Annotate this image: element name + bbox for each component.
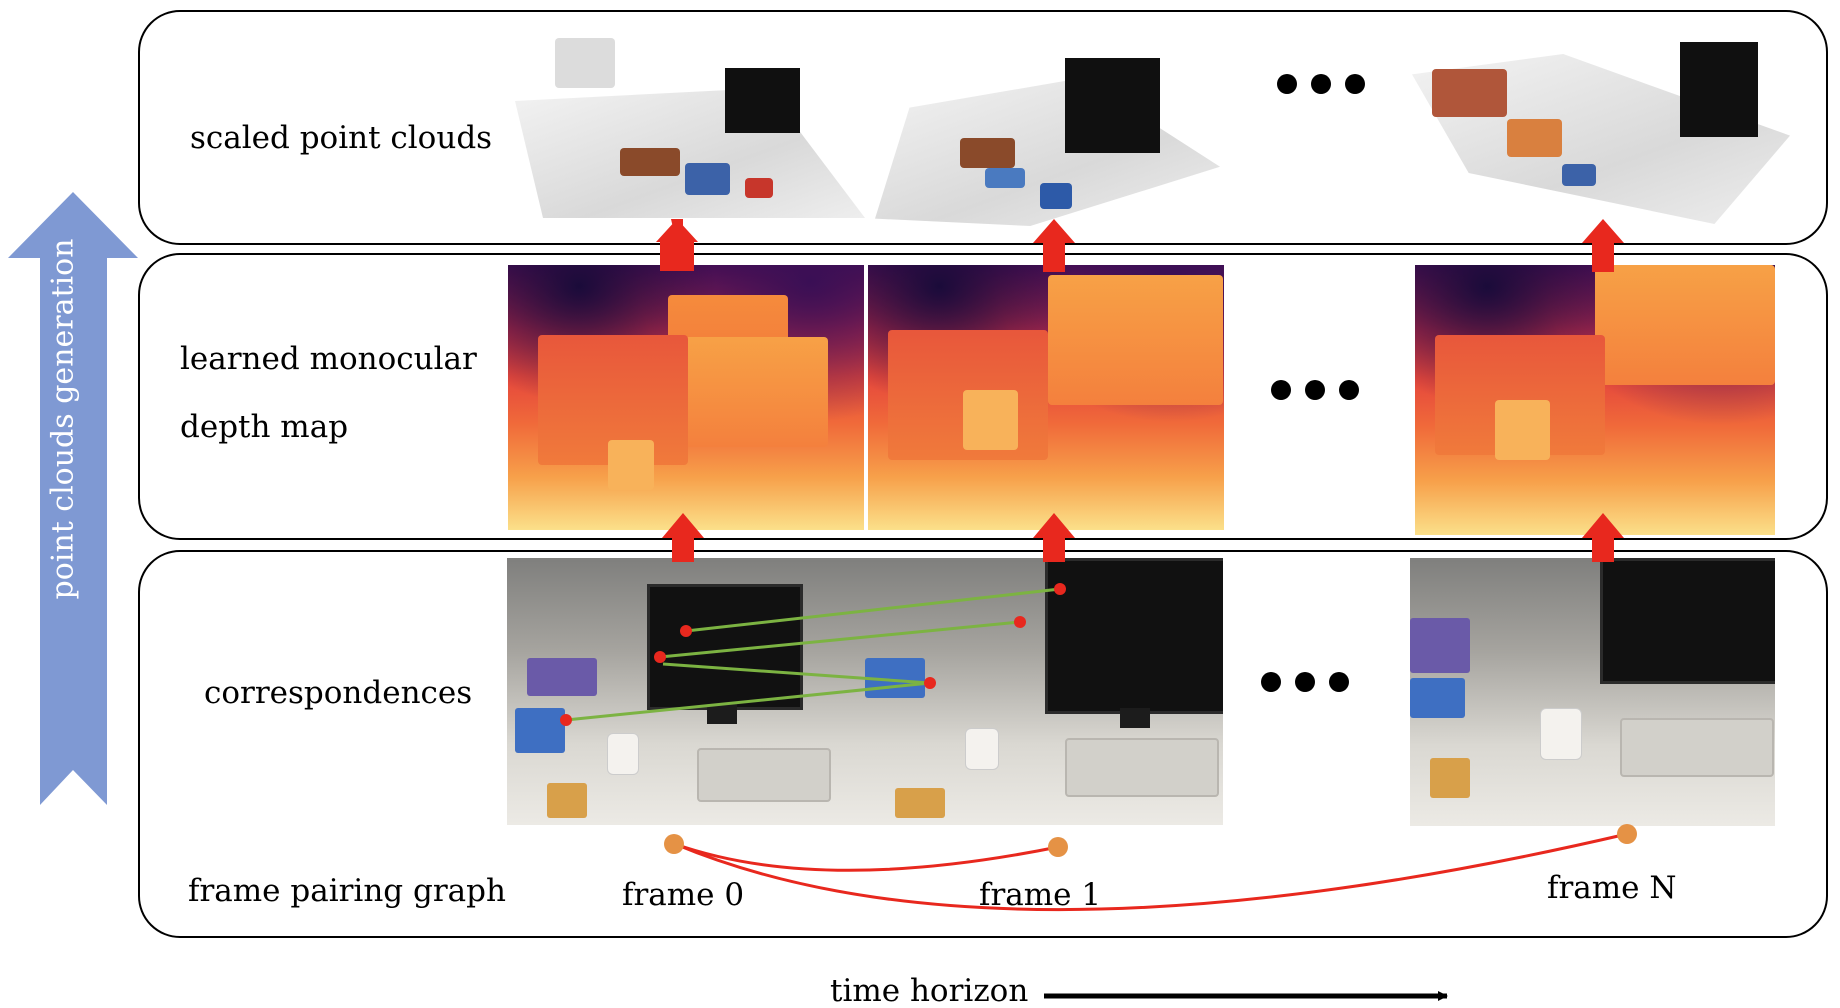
graph-edge-frame0-frameN (674, 832, 1628, 912)
keypoint (1054, 583, 1066, 595)
correspondence-line-3 (662, 662, 931, 685)
ellipsis-dot (1295, 672, 1315, 692)
ellipsis-dot (1329, 672, 1349, 692)
row-label-correspondences: correspondences (204, 675, 473, 711)
graph-edge-frame0-frame1 (674, 842, 1059, 872)
depth-map-frame-1 (868, 265, 1224, 530)
up-arrow-depth-to-cloud-frame-n (1582, 219, 1624, 272)
up-arrow-rgb-to-depth-frame-0 (662, 513, 704, 562)
graph-node-frame-n (1617, 824, 1637, 844)
ellipsis-dot (1339, 380, 1359, 400)
point-cloud-frame-0 (515, 18, 865, 218)
up-arrow-rgb-to-depth-frame-n (1582, 513, 1624, 562)
correspondence-line-4 (565, 681, 931, 722)
frame-label-0: frame 0 (622, 877, 745, 913)
point-cloud-frame-1 (875, 18, 1220, 226)
depth-map-frame-0 (508, 265, 864, 530)
keypoint (654, 651, 666, 663)
ellipsis-dot (1345, 74, 1365, 94)
rgb-frame-n (1410, 558, 1775, 826)
up-arrow-depth-to-cloud-frame-1 (1033, 219, 1075, 272)
side-axis-arrow-shape (8, 192, 138, 805)
keypoint (924, 677, 936, 689)
ellipsis-dot (1261, 672, 1281, 692)
row-label-depth-line1: learned monocular (180, 341, 477, 377)
row-label-frame-pairing-graph: frame pairing graph (188, 873, 506, 909)
rgb-frame-1 (865, 558, 1223, 825)
ellipsis-depth-maps (1271, 380, 1359, 400)
row-label-scaled-point-clouds: scaled point clouds (190, 120, 493, 156)
frame-label-1: frame 1 (979, 877, 1102, 913)
correspondence-line-2 (659, 620, 1021, 659)
up-arrow-rgb-to-depth-frame-1 (1033, 513, 1075, 562)
ellipsis-correspondences (1261, 672, 1349, 692)
point-cloud-frame-n (1412, 14, 1790, 224)
time-axis-label: time horizon (830, 973, 1029, 1008)
frame-label-n: frame N (1547, 870, 1677, 906)
correspondence-line-1 (685, 587, 1061, 633)
keypoint (560, 714, 572, 726)
ellipsis-dot (1305, 380, 1325, 400)
row-label-depth-line2: depth map (180, 409, 349, 445)
ellipsis-dot (1277, 74, 1297, 94)
keypoint (1014, 616, 1026, 628)
graph-node-frame-1 (1048, 837, 1068, 857)
ellipsis-point-clouds (1277, 74, 1365, 94)
up-arrow-depth-to-cloud-frame-0 (656, 219, 698, 271)
graph-node-frame-0 (664, 834, 684, 854)
ellipsis-dot (1311, 74, 1331, 94)
depth-map-frame-n (1415, 265, 1775, 535)
keypoint (680, 625, 692, 637)
rgb-frame-0 (507, 558, 865, 825)
ellipsis-dot (1271, 380, 1291, 400)
